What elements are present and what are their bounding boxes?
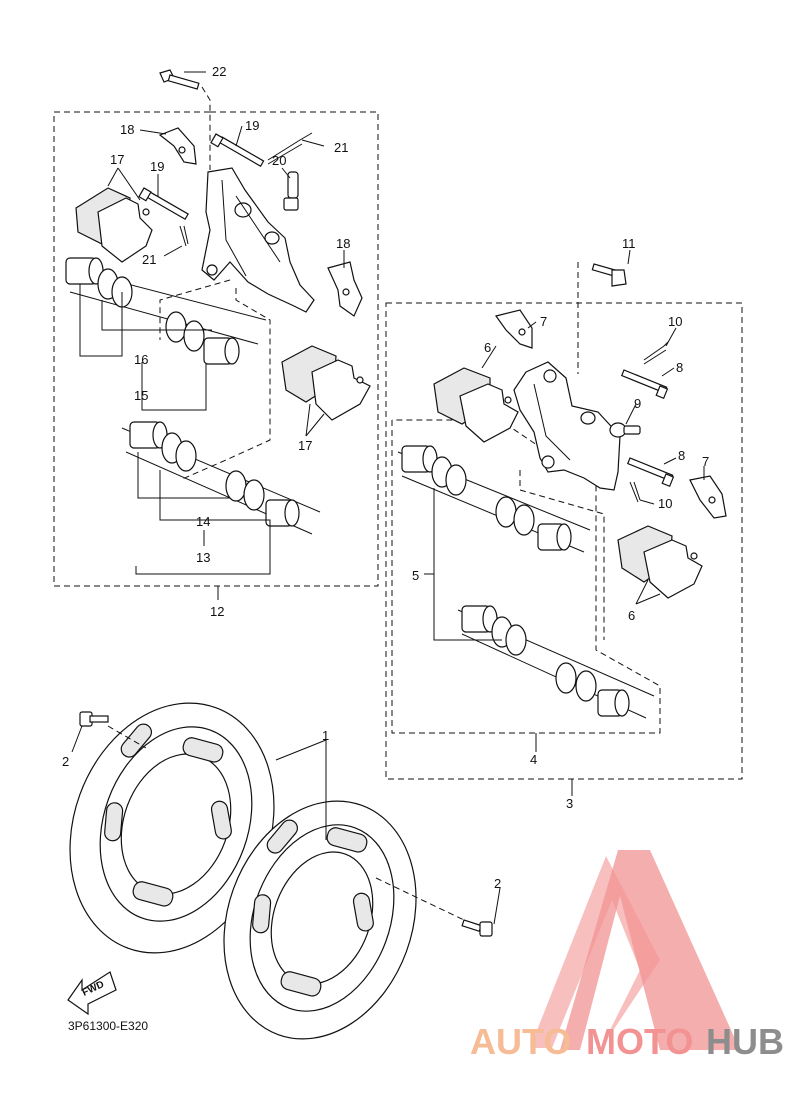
diagram-code: 3P61300-E320 [68,1019,148,1033]
callout-14: 14 [196,514,210,529]
callout-20: 20 [272,153,286,168]
bolt-22 [159,69,211,170]
callout-17-lower: 17 [298,438,312,453]
brake-disc-1-right [223,800,417,1040]
callout-15: 15 [134,388,148,403]
right-dashed-guides [519,470,605,640]
disc-bolt-2-right [375,877,493,937]
callout-13: 13 [196,550,210,565]
fwd-arrow-icon: FWD [67,971,117,1016]
watermark-auto: AUTO [470,1021,571,1062]
callout-9: 9 [634,396,641,411]
caliper-body-right [513,361,621,491]
piston-set-13-14 [121,421,321,535]
bolt-11 [577,262,627,374]
callout-3: 3 [566,796,573,811]
callout-6-lower: 6 [628,608,635,623]
pad-spring-18-upper [158,127,197,165]
pad-spring-18-lower [327,261,363,317]
piston-set-5-lower [457,605,655,719]
brake-pad-6-upper [433,367,519,443]
piston-set-15-16 [65,257,267,365]
callout-22: 22 [212,64,226,79]
callout-8-upper: 8 [676,360,683,375]
left-dashed-guides [159,279,271,481]
bleeder-20 [283,171,299,211]
clip-21-lower [179,225,189,247]
callout-10-upper: 10 [668,314,682,329]
group-frame-4 [391,419,661,734]
callout-1: 1 [322,728,329,743]
callout-8-lower: 8 [678,448,685,463]
callout-19-lower: 19 [150,159,164,174]
pin-8-upper [620,369,669,400]
watermark-hub: HUB [706,1021,784,1062]
callout-4: 4 [530,752,537,767]
callout-12: 12 [210,604,224,619]
clip-10-upper [643,341,669,365]
disc-bolt-2-left [79,711,147,749]
piston-set-5-upper [397,445,591,553]
callout-7-upper: 7 [540,314,547,329]
automotohub-logo: AUTO MOTO HUB [470,850,784,1062]
pin-8-lower [626,457,675,488]
callout-21-lower: 21 [142,252,156,267]
group-frame-12 [53,111,379,587]
pad-spring-7-lower [689,475,727,519]
callout-10-lower: 10 [658,496,672,511]
pad-spring-7-upper [494,309,533,349]
callout-11: 11 [622,236,636,251]
bleeder-9 [609,422,641,438]
pin-19-upper [210,133,265,168]
callout-19-upper: 19 [245,118,259,133]
group-frame-3 [385,302,743,780]
clip-21-upper [267,132,313,165]
caliper-body-left [201,167,315,313]
callout-6-upper: 6 [484,340,491,355]
callout-2-right: 2 [494,876,501,891]
callout-18-upper: 18 [120,122,134,137]
pin-19-lower [138,187,189,221]
callout-16: 16 [134,352,148,367]
callout-7-lower: 7 [702,454,709,469]
clip-10-lower [629,481,641,503]
callout-17-upper: 17 [110,152,124,167]
brake-pad-17-lower [281,345,371,421]
brake-disc-1-left [69,702,275,954]
callout-2-left: 2 [62,754,69,769]
callout-21-upper: 21 [334,140,348,155]
callout-leaders [71,71,705,925]
callout-18-lower: 18 [336,236,350,251]
callout-5: 5 [412,568,419,583]
watermark-moto: MOTO [586,1021,693,1062]
brake-pad-6-lower [617,525,703,599]
brake-pad-17-upper [75,187,153,263]
callout-labels: 22 19 18 21 20 17 19 21 18 16 15 17 14 1… [62,64,709,891]
